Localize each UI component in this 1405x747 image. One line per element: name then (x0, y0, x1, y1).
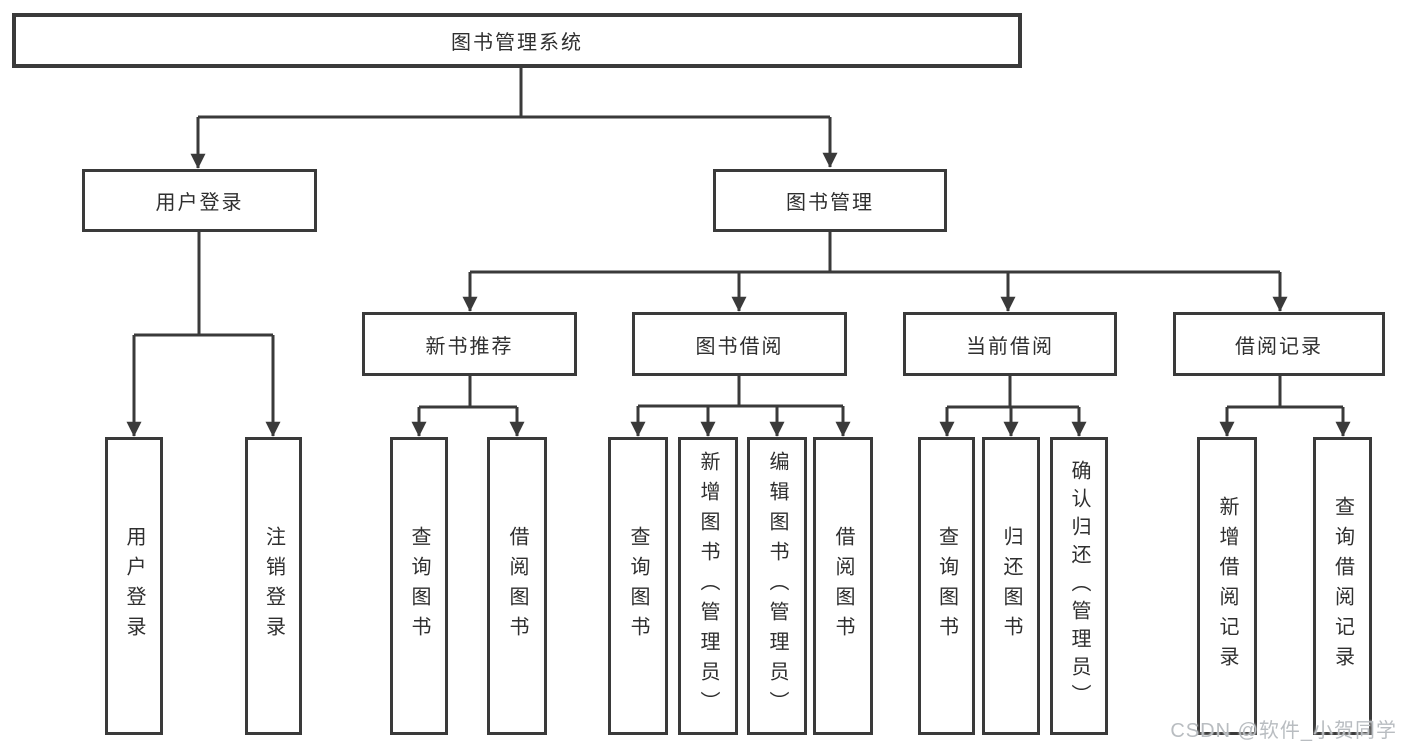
node-label: 用户登录 (123, 526, 145, 646)
node-label: 借阅记录 (1235, 335, 1323, 358)
leaf-add-borrow-record: 新增借阅记录 (1197, 437, 1257, 735)
node-label: 借阅图书 (506, 526, 528, 646)
node-label: 查询借阅记录 (1331, 496, 1354, 676)
node-label: 新增图书（管理员） (697, 451, 719, 721)
node-label: 当前借阅 (966, 335, 1054, 358)
leaf-query-books-current: 查询图书 (918, 437, 975, 735)
node-label: 确认归还（管理员） (1068, 460, 1090, 712)
node-label: 图书借阅 (695, 335, 784, 358)
leaf-borrow-books-borrowing: 借阅图书 (813, 437, 873, 735)
node-library-management-system: 图书管理系统 (12, 13, 1022, 68)
node-label: 新增借阅记录 (1216, 496, 1238, 676)
leaf-query-borrow-record: 查询借阅记录 (1313, 437, 1372, 735)
node-label: 查询图书 (935, 526, 958, 646)
node-label: 图书管理 (786, 192, 874, 214)
leaf-confirm-return-admin: 确认归还（管理员） (1050, 437, 1108, 735)
node-label: 借阅图书 (832, 526, 854, 646)
node-user-login: 用户登录 (82, 169, 317, 232)
node-book-borrowing: 图书借阅 (632, 312, 847, 376)
leaf-add-book-admin: 新增图书（管理员） (678, 437, 738, 735)
node-label: 查询图书 (627, 526, 649, 646)
node-label: 归还图书 (1000, 526, 1022, 646)
leaf-logout: 注销登录 (245, 437, 302, 735)
node-new-book-recommendation: 新书推荐 (362, 312, 577, 376)
leaf-return-book: 归还图书 (982, 437, 1040, 735)
csdn-watermark: CSDN @软件_小贺同学 (1170, 720, 1397, 742)
node-label: 图书管理系统 (451, 32, 583, 54)
node-label: 新书推荐 (425, 335, 514, 358)
leaf-borrow-books-recommend: 借阅图书 (487, 437, 547, 735)
node-book-management: 图书管理 (713, 169, 947, 232)
leaf-edit-book-admin: 编辑图书（管理员） (747, 437, 807, 735)
node-current-borrowing: 当前借阅 (903, 312, 1117, 376)
node-label: 查询图书 (408, 526, 430, 646)
leaf-query-books-recommend: 查询图书 (390, 437, 448, 735)
leaf-user-login: 用户登录 (105, 437, 163, 735)
node-label: 编辑图书（管理员） (766, 451, 788, 721)
leaf-query-books-borrowing: 查询图书 (608, 437, 668, 735)
node-label: 注销登录 (262, 526, 285, 646)
node-borrowing-records: 借阅记录 (1173, 312, 1385, 376)
node-label: 用户登录 (155, 192, 244, 214)
